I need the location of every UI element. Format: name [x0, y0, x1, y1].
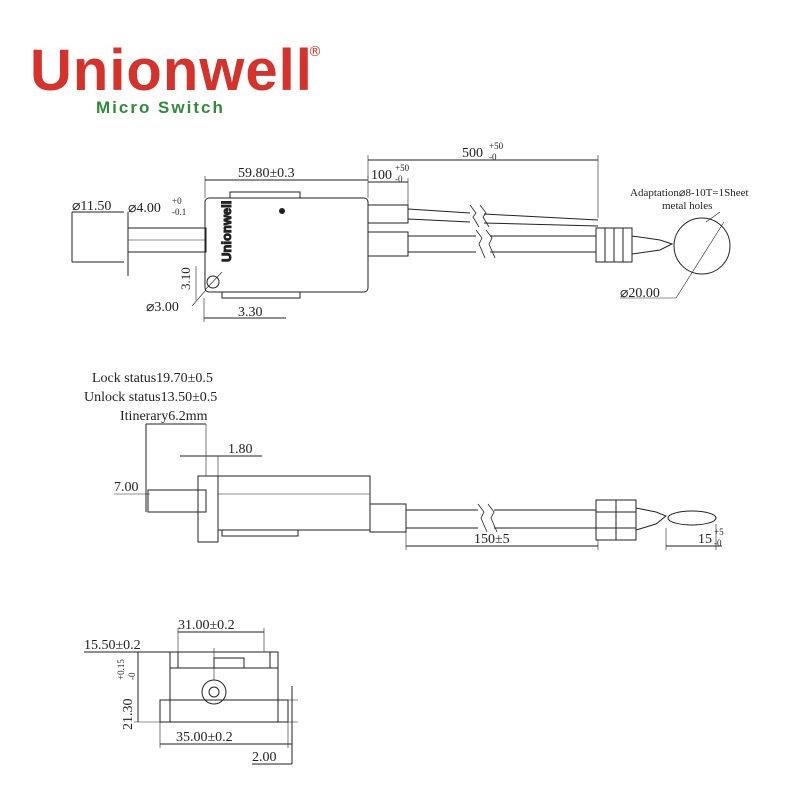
front-top-notch: [213, 657, 245, 669]
brand-tagline: Micro Switch: [96, 98, 225, 117]
ring-crimp: [631, 235, 674, 255]
dim-plunger-tol-low: -0.1: [172, 207, 186, 217]
dim-height: 7.00: [114, 480, 139, 495]
note-metal-holes: metal holes: [662, 200, 712, 212]
ring-terminal-side: [667, 510, 717, 526]
dim-plunger-diameter: ⌀4.00: [128, 201, 161, 216]
flange: [197, 475, 219, 543]
mounting-hole: [206, 275, 220, 289]
dim-inner-width: 31.00±0.2: [178, 618, 235, 633]
front-base: [159, 699, 289, 723]
dim-wire-strip: 100: [371, 168, 392, 183]
itinerary: Itinerary6.2mm: [120, 409, 208, 424]
dim-hole-diameter: ⌀3.00: [146, 300, 179, 315]
dim-offset: 3.30: [238, 305, 263, 320]
front-body: [169, 651, 279, 723]
dim-base-thickness: 2.00: [252, 750, 277, 765]
unlock-status: Unlock status13.50±0.5: [84, 390, 217, 405]
dim-ring-diameter: ⌀20.00: [620, 286, 660, 301]
body-tab-top: [229, 191, 301, 199]
dim-vertical-310: 3.10: [178, 267, 193, 290]
plunger-side: [147, 489, 207, 513]
dim-plunger-tol-high: +0: [172, 196, 182, 206]
dim-lead: 15: [698, 532, 712, 547]
front-view: 31.00±0.2 15.50±0.2 21.30 +0.15 -0 35.00…: [84, 618, 298, 765]
lock-status: Lock status19.70±0.5: [92, 371, 213, 386]
dim-lead-tol-high: +5: [714, 527, 724, 537]
dim-strip-tol-low: -0: [395, 174, 403, 184]
wire-sleeve: [367, 204, 409, 224]
cable-gland: [367, 231, 409, 257]
cable-gland-side: [369, 503, 407, 533]
registered-mark: ®: [308, 44, 322, 60]
base-tab-side: [221, 529, 299, 537]
dim-lead-tol-low: -0: [714, 538, 722, 548]
dim-cable-length: 500: [462, 146, 483, 161]
body-tab-bottom: [221, 291, 301, 299]
switch-body-side: [217, 475, 371, 531]
note-adaptation: Adaptation⌀8-10T=1Sheet: [630, 187, 749, 199]
dim-cable-tol-low: -0: [489, 152, 497, 162]
brand-logo: Unionwell: [30, 38, 313, 103]
status-dot: [279, 208, 285, 214]
dim-height-tol-low: -0: [127, 672, 137, 680]
dim-cable-150: 150±5: [474, 532, 510, 547]
crimp-side: [635, 507, 667, 531]
dim-front-height: 21.30: [121, 699, 136, 731]
dim-outer-diameter: ⌀11.50: [72, 199, 111, 214]
body-marking: Unionwell: [219, 201, 234, 262]
dim-cable-tol: +50: [489, 141, 504, 151]
dim-flange: 1.80: [228, 442, 253, 457]
dim-base-width: 35.00±0.2: [176, 730, 233, 745]
dim-strip-tol: +50: [395, 163, 410, 173]
top-view: Unionwell 59.80±0.3 50: [71, 141, 749, 322]
dim-body-length: 59.80±0.3: [238, 166, 295, 181]
dim-height-tol-high: +0.15: [116, 659, 126, 680]
dim-half-width: 15.50±0.2: [84, 638, 141, 653]
plunger-center: [208, 686, 220, 698]
ring-terminal: [673, 217, 731, 275]
side-view: Lock status19.70±0.5 Unlock status13.50±…: [84, 371, 724, 550]
